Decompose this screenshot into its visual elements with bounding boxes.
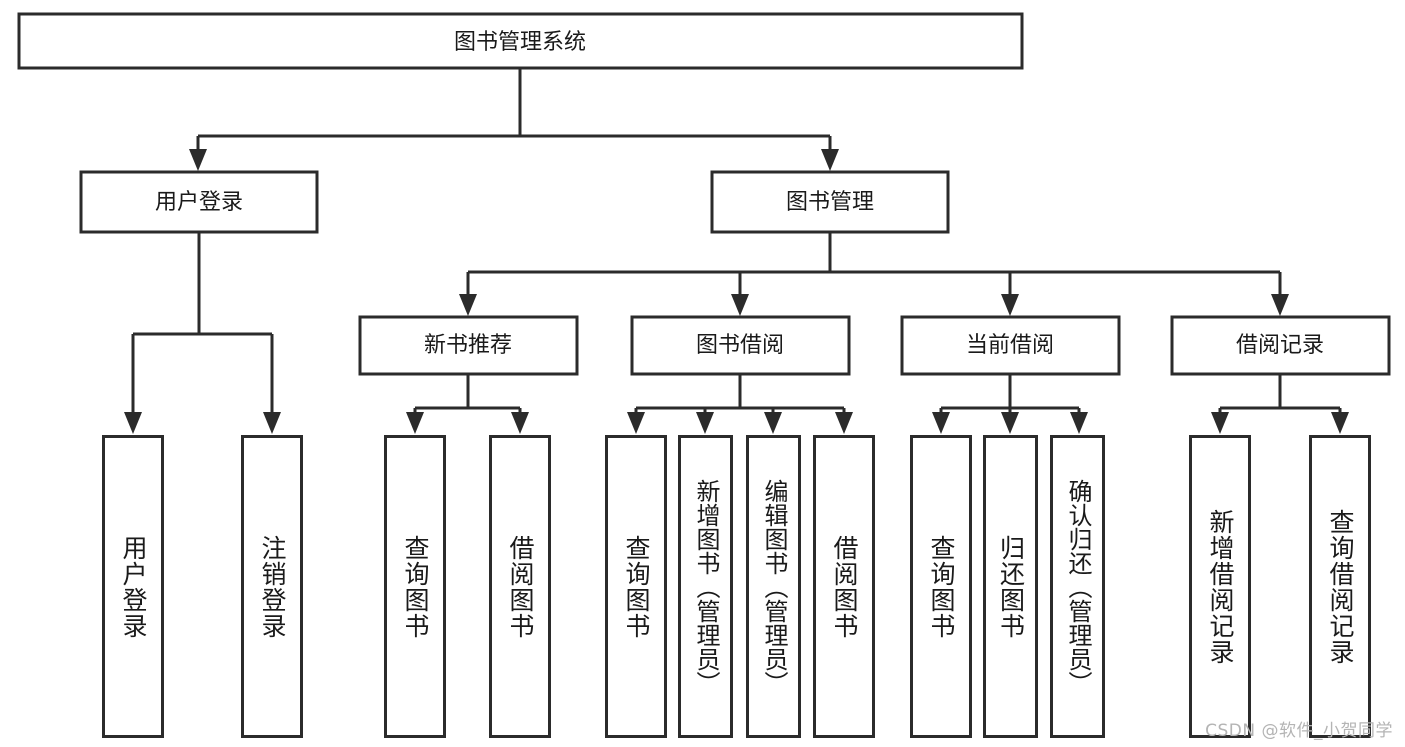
node-current-borrow-box <box>900 315 1121 376</box>
leaf-label: 注销登录 <box>258 534 287 639</box>
node-borrow-record-label: 借阅记录 <box>1236 333 1324 358</box>
leaf-borrow-record-1[interactable]: 新增借阅记录 <box>1189 435 1251 738</box>
leaf-label: 编辑图书（管理员） <box>759 478 788 695</box>
leaf-book-borrow-1[interactable]: 查询图书 <box>605 435 667 738</box>
arrowhead-record-leaf-2 <box>1331 412 1349 434</box>
arrowhead-to-book-manage <box>821 149 839 171</box>
leaf-label: 归还图书 <box>996 534 1026 639</box>
arrowhead-borrow-leaf-1 <box>627 412 645 434</box>
arrowhead-recommend-leaf-1 <box>406 412 424 434</box>
leaf-new-book-recommend-2[interactable]: 借阅图书 <box>489 435 551 738</box>
leaf-new-book-recommend-1[interactable]: 查询图书 <box>384 435 446 738</box>
connector-book-borrow-to-leaves <box>627 374 853 434</box>
leaf-user-login-2[interactable]: 注销登录 <box>241 435 303 738</box>
leaf-label: 查询图书 <box>401 534 430 639</box>
connector-current-borrow-to-leaves <box>932 374 1088 434</box>
leaf-label: 查询图书 <box>927 534 956 639</box>
node-borrow-record[interactable]: 借阅记录 <box>1170 315 1391 376</box>
connector-root-to-level2 <box>189 68 839 171</box>
node-book-borrow[interactable]: 图书借阅 <box>630 315 851 376</box>
connector-user-login-to-leaves <box>124 232 281 434</box>
node-root-label: 图书管理系统 <box>454 30 586 55</box>
arrowhead-to-book-borrow <box>731 294 749 316</box>
arrowhead-to-borrow-record <box>1271 294 1289 316</box>
connector-book-manage-to-level3 <box>459 232 1289 316</box>
leaf-book-borrow-3[interactable]: 编辑图书（管理员） <box>746 435 801 738</box>
arrowhead-recommend-leaf-2 <box>511 412 529 434</box>
arrowhead-to-new-book-recommend <box>459 294 477 316</box>
arrowhead-borrow-leaf-4 <box>835 412 853 434</box>
arrowhead-user-login-leaf-1 <box>124 412 142 434</box>
leaf-current-borrow-2[interactable]: 归还图书 <box>983 435 1038 738</box>
leaf-label: 确认归还（管理员） <box>1063 478 1092 695</box>
node-book-borrow-label: 图书借阅 <box>696 333 784 358</box>
node-root-box <box>17 12 1024 70</box>
arrowhead-current-leaf-1 <box>932 412 950 434</box>
connector-borrow-record-to-leaves <box>1211 374 1349 434</box>
leaf-label: 借阅图书 <box>506 534 535 639</box>
leaf-label: 查询借阅记录 <box>1326 508 1355 665</box>
arrowhead-borrow-leaf-2 <box>696 412 714 434</box>
leaf-borrow-record-2[interactable]: 查询借阅记录 <box>1309 435 1371 738</box>
arrowhead-record-leaf-1 <box>1211 412 1229 434</box>
node-root[interactable]: 图书管理系统 <box>17 12 1024 70</box>
leaf-label: 查询图书 <box>622 534 651 639</box>
leaf-book-borrow-2[interactable]: 新增图书（管理员） <box>678 435 733 738</box>
leaf-label: 借阅图书 <box>830 534 859 639</box>
node-user-login-label: 用户登录 <box>155 190 243 215</box>
node-book-borrow-box <box>630 315 851 376</box>
arrowhead-to-user-login <box>189 149 207 171</box>
node-current-borrow[interactable]: 当前借阅 <box>900 315 1121 376</box>
node-new-book-recommend[interactable]: 新书推荐 <box>358 315 579 376</box>
node-book-manage-label: 图书管理 <box>786 190 874 215</box>
node-user-login[interactable]: 用户登录 <box>79 170 319 234</box>
arrowhead-user-login-leaf-2 <box>263 412 281 434</box>
leaf-current-borrow-3[interactable]: 确认归还（管理员） <box>1050 435 1105 738</box>
arrowhead-borrow-leaf-3 <box>764 412 782 434</box>
node-new-book-recommend-label: 新书推荐 <box>424 333 512 358</box>
node-new-book-recommend-box <box>358 315 579 376</box>
leaf-user-login-1[interactable]: 用户登录 <box>102 435 164 738</box>
leaf-label: 新增借阅记录 <box>1206 508 1235 665</box>
leaf-label: 用户登录 <box>119 534 148 639</box>
arrowhead-to-current-borrow <box>1001 294 1019 316</box>
leaf-current-borrow-1[interactable]: 查询图书 <box>910 435 972 738</box>
leaf-book-borrow-4[interactable]: 借阅图书 <box>813 435 875 738</box>
leaf-label: 新增图书（管理员） <box>691 478 720 695</box>
node-book-manage[interactable]: 图书管理 <box>710 170 950 234</box>
node-current-borrow-label: 当前借阅 <box>966 333 1054 358</box>
arrowhead-current-leaf-2 <box>1001 412 1019 434</box>
arrowhead-current-leaf-3 <box>1070 412 1088 434</box>
connector-new-book-recommend-to-leaves <box>406 374 529 434</box>
